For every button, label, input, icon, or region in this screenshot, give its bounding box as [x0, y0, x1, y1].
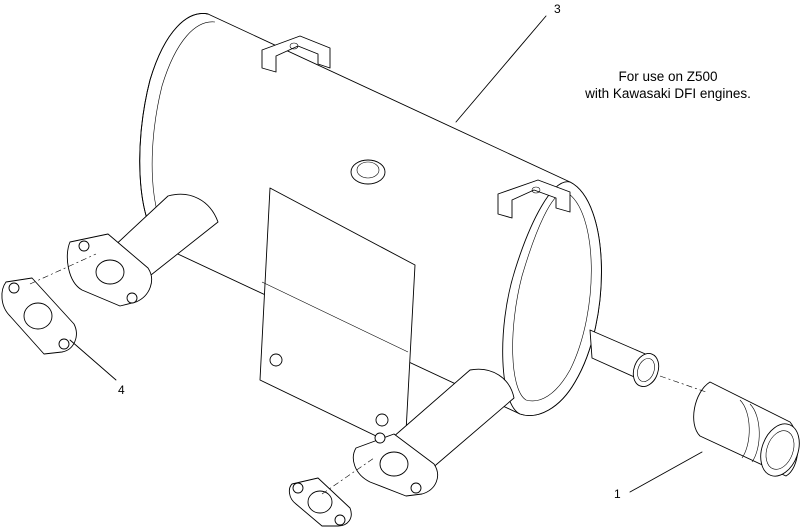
usage-note-line-2: with Kawasaki DFI engines. [585, 86, 751, 101]
usage-note: For use on Z500 with Kawasaki DFI engine… [548, 68, 788, 102]
exhaust-pipe-lower [352, 368, 515, 497]
assembly-centerlines [29, 253, 707, 495]
muffler-body [139, 13, 660, 416]
callout-4: 4 [118, 383, 125, 397]
mounting-bracket-rear [261, 35, 331, 73]
exhaust-pipe-upper [66, 193, 219, 307]
mounting-bracket-front [497, 179, 571, 219]
exhaust-gasket-lower [288, 477, 352, 527]
usage-note-line-1: For use on Z500 [618, 69, 718, 84]
leader-lines [69, 15, 703, 493]
callout-1: 1 [614, 487, 621, 501]
exhaust-gasket-4 [1, 277, 77, 355]
tailpipe-spark-arrester-1 [693, 381, 800, 477]
callout-3: 3 [554, 2, 561, 16]
